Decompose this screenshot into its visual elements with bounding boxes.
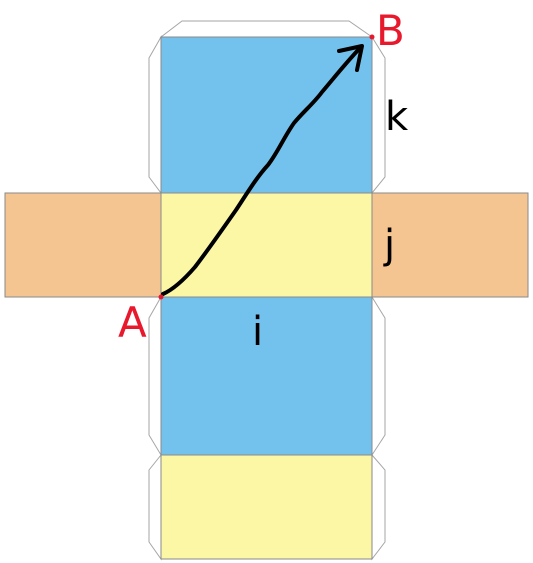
faces xyxy=(4,36,529,560)
bottom-blue-face xyxy=(160,296,373,456)
left-orange-face xyxy=(4,192,162,298)
dimension-j-label: j xyxy=(383,222,395,268)
left-tab-bottom-blue-face xyxy=(148,295,162,457)
left-tab-bottom-yellow-face xyxy=(148,453,162,561)
left-tab-top-face xyxy=(148,35,162,195)
point-a-label: A xyxy=(118,298,147,347)
point-b-label: B xyxy=(376,6,405,55)
bottom-yellow-face xyxy=(160,454,373,560)
point-a-marker xyxy=(158,294,164,300)
right-tab-bottom-blue-face xyxy=(371,295,386,457)
dimension-k-label: k xyxy=(385,94,409,140)
right-orange-face xyxy=(371,192,529,298)
right-tab-bottom-yellow-face xyxy=(371,453,386,561)
top-tab xyxy=(159,20,374,38)
path-arrowhead xyxy=(337,44,364,72)
point-b-marker xyxy=(369,34,375,40)
middle-yellow-face xyxy=(160,192,373,298)
right-tab-top-face xyxy=(371,35,386,195)
shortest-path-line xyxy=(161,46,362,296)
dimension-i-label: i xyxy=(252,309,263,355)
